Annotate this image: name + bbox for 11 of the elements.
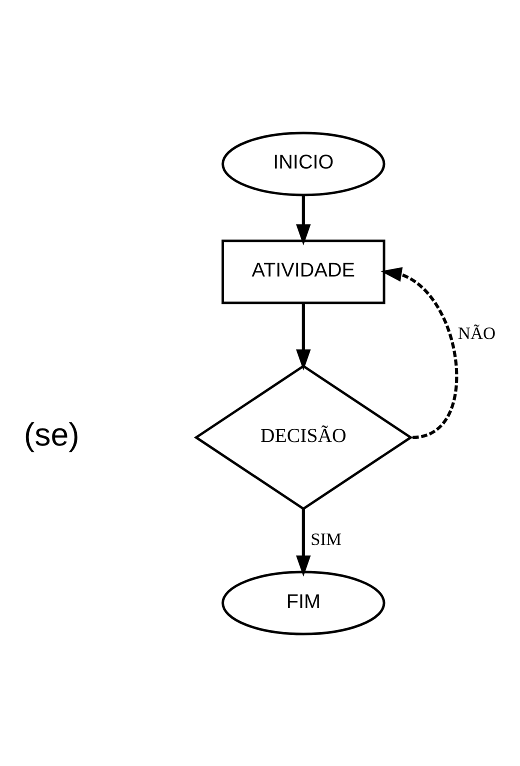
edge-label: SIM — [310, 529, 342, 548]
arrow — [296, 302, 311, 370]
node-diamond: DECISÃO — [194, 364, 413, 510]
node-ellipse: INICIO — [222, 131, 386, 196]
arrow — [296, 508, 311, 576]
arrow — [296, 194, 311, 245]
arrow — [380, 266, 458, 438]
label: (se) — [24, 416, 80, 452]
edge-label: NÃO — [458, 324, 496, 343]
node-box: ATIVIDADE — [222, 239, 386, 304]
node-ellipse: FIM — [222, 570, 386, 635]
